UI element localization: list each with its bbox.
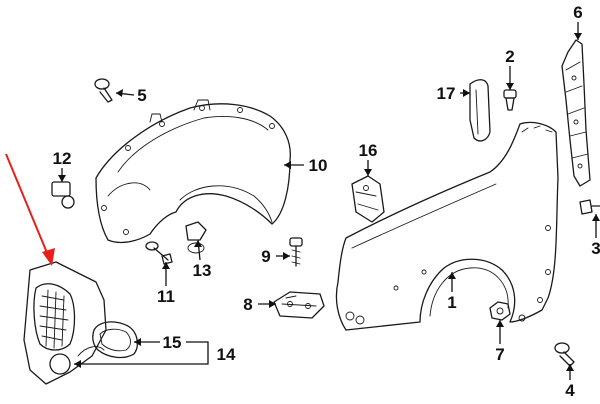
bolt-11 — [145, 241, 173, 265]
nut — [489, 301, 511, 321]
trim-strip — [469, 79, 491, 142]
bracket — [351, 175, 385, 223]
leader-14 — [74, 341, 209, 365]
callout-labels: 5 10 12 16 17 2 6 3 9 13 11 8 1 7 4 15 1… — [53, 3, 600, 400]
mounting-bracket — [273, 291, 325, 319]
callout-7: 7 — [495, 345, 504, 364]
callout-16: 16 — [359, 141, 378, 160]
callout-10: 10 — [309, 156, 328, 175]
retainer — [51, 181, 75, 209]
bolt — [579, 199, 600, 215]
callout-5: 5 — [137, 86, 146, 105]
clip-13 — [185, 221, 207, 254]
clip — [503, 89, 517, 111]
callout-12: 12 — [53, 149, 72, 168]
fender-liner — [95, 99, 291, 244]
leader-lines — [58, 22, 600, 380]
highlight-arrow — [5, 153, 55, 266]
callout-15: 15 — [163, 333, 182, 352]
callout-2: 2 — [505, 47, 514, 66]
bolt-9 — [289, 237, 303, 267]
fender — [335, 121, 559, 331]
grommet — [92, 321, 139, 359]
callout-9: 9 — [261, 247, 270, 266]
callout-14: 14 — [217, 345, 236, 364]
callout-13: 13 — [193, 261, 212, 280]
clip-5 — [94, 78, 113, 103]
fender-support-bracket — [561, 39, 591, 187]
callout-11: 11 — [157, 287, 175, 306]
callout-17: 17 — [437, 84, 456, 103]
callout-3: 3 — [591, 239, 600, 258]
callout-4: 4 — [565, 381, 575, 400]
callout-6: 6 — [573, 3, 582, 22]
callout-8: 8 — [243, 295, 252, 314]
push-pin — [554, 342, 575, 367]
callout-1: 1 — [447, 293, 456, 312]
lower-liner-panel — [23, 261, 107, 385]
